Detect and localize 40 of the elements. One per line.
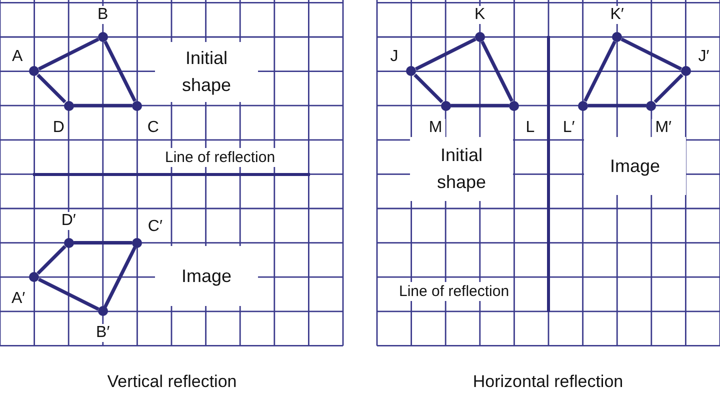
shape-side <box>104 40 137 102</box>
shape-side <box>414 38 476 71</box>
vertex-point <box>132 100 142 111</box>
shape-side <box>450 104 510 108</box>
shape-side <box>583 40 616 102</box>
vertex-point <box>98 32 108 42</box>
vertex-point <box>132 238 142 248</box>
shape-label: Initial shape <box>155 42 258 102</box>
shape-side <box>74 241 132 245</box>
shape-side <box>36 74 66 104</box>
vertex-point <box>64 238 74 248</box>
reflection-line <box>33 172 310 176</box>
shape-side <box>654 74 684 104</box>
shape-side <box>74 104 132 108</box>
shape-label: Initial shape <box>410 137 513 201</box>
vertex-point <box>29 66 40 76</box>
vertex-point <box>29 272 40 282</box>
vertex-point <box>578 100 588 111</box>
shape-side <box>38 278 100 311</box>
caption: Horizontal reflection <box>472 372 624 392</box>
vertex-point <box>440 100 451 111</box>
shape-side <box>588 104 646 108</box>
shape-side <box>620 38 682 71</box>
vertex-point <box>509 100 520 111</box>
vertex-point <box>680 66 691 76</box>
vertex-point <box>612 32 622 42</box>
shape-side <box>480 40 514 102</box>
caption: Vertical reflection <box>107 372 237 392</box>
shape-side <box>36 245 66 275</box>
vertex-point <box>646 100 656 111</box>
shape-label: Image <box>155 246 258 306</box>
shape-label: Image <box>584 137 686 195</box>
shape-side <box>414 74 444 104</box>
vertex-point <box>98 306 108 316</box>
vertex-point <box>474 32 485 42</box>
shape-side <box>38 38 100 71</box>
shape-side <box>104 246 137 308</box>
vertex-point <box>64 100 74 111</box>
reflection-line <box>547 36 550 312</box>
vertex-point <box>406 66 416 76</box>
